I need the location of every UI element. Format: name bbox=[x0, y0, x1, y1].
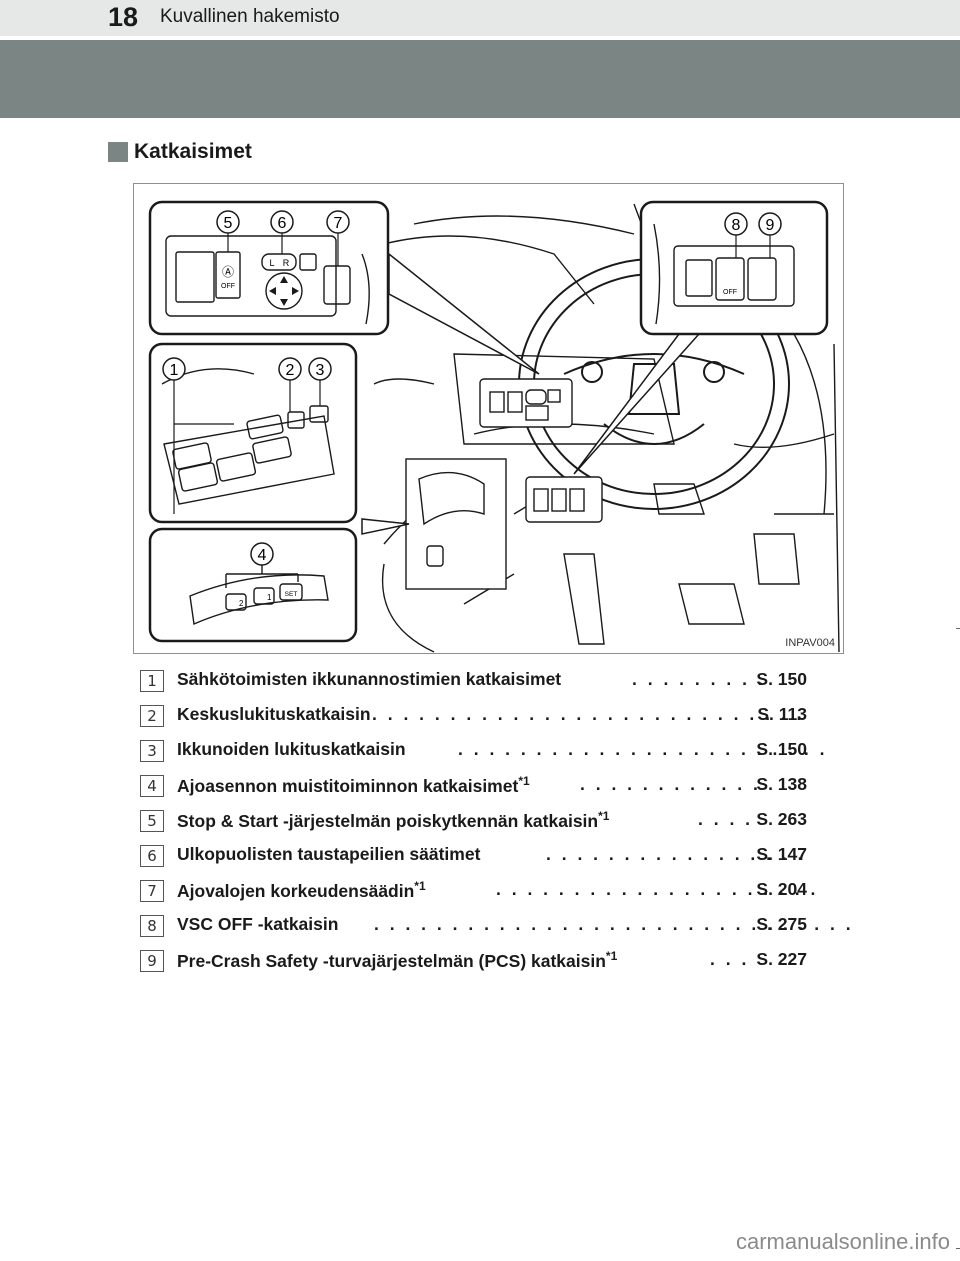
item-label: Ulkopuolisten taustapeilien säätimet bbox=[177, 844, 481, 864]
item-leader-dots: . . . . . . . . . . . . . . . . . . . . … bbox=[372, 704, 805, 724]
section-heading: Katkaisimet bbox=[108, 140, 252, 164]
item-number: 8 bbox=[140, 915, 164, 937]
auto-off-label: OFF bbox=[221, 283, 235, 290]
switch-location-figure: Ⓐ OFF L R 5 6 7 bbox=[133, 183, 844, 654]
item-leader-dots: . . . . . . . . . . . . . . . . . . . . … bbox=[374, 914, 854, 934]
mirror-l-label: L bbox=[269, 258, 274, 268]
list-item: 3 Ikkunoiden lukituskatkaisin . . . . . … bbox=[140, 736, 825, 771]
item-leader-dots: . . . . . . . . . bbox=[632, 669, 766, 689]
memory-set-label: SET bbox=[285, 591, 298, 598]
mirror-r-label: R bbox=[283, 258, 290, 268]
section-title: Katkaisimet bbox=[134, 140, 252, 163]
item-page-ref[interactable]: S. 113 bbox=[757, 704, 807, 724]
item-number: 2 bbox=[140, 705, 164, 727]
item-number: 7 bbox=[140, 880, 164, 902]
item-number: 5 bbox=[140, 810, 164, 832]
list-item: 7 Ajovalojen korkeudensäädin*1 . . . . .… bbox=[140, 876, 820, 911]
callout-6: 6 bbox=[278, 215, 287, 232]
list-item: 9 Pre-Crash Safety -turvajärjestelmän (P… bbox=[140, 946, 820, 981]
vsc-off-label: OFF bbox=[723, 289, 737, 296]
list-item: 2 Keskuslukituskatkaisin . . . . . . . .… bbox=[140, 701, 820, 736]
figure-code: INPAV004 bbox=[785, 637, 835, 649]
item-label: Sähkötoimisten ikkunannostimien katkaisi… bbox=[177, 669, 562, 689]
callout-9: 9 bbox=[766, 217, 775, 234]
item-number: 1 bbox=[140, 670, 164, 692]
header-divider bbox=[0, 36, 960, 40]
callout-2: 2 bbox=[286, 362, 295, 379]
item-leader-dots: . . . . bbox=[698, 809, 754, 829]
item-label: Pre-Crash Safety -turvajärjestelmän (PCS… bbox=[177, 949, 618, 971]
crop-mark bbox=[956, 1248, 960, 1249]
item-label: Keskuslukituskatkaisin bbox=[177, 704, 371, 724]
list-item: 5 Stop & Start -järjestelmän poiskytkenn… bbox=[140, 806, 820, 841]
item-page-ref[interactable]: S. 150 bbox=[756, 669, 807, 689]
watermark-text: carmanualsonline.info bbox=[735, 1229, 950, 1254]
item-label: Stop & Start -järjestelmän poiskytkennän… bbox=[177, 809, 610, 831]
item-label: Ajoasennon muistitoiminnon katkaisimet*1 bbox=[177, 774, 530, 796]
memory-1-label: 1 bbox=[267, 593, 272, 602]
svg-text:Ⓐ: Ⓐ bbox=[222, 265, 234, 279]
list-item: 1 Sähkötoimisten ikkunannostimien katkai… bbox=[140, 666, 820, 701]
item-leader-dots: . . . . . . . . . . . . bbox=[580, 774, 761, 794]
item-label: Ikkunoiden lukituskatkaisin bbox=[177, 739, 406, 759]
item-number: 6 bbox=[140, 845, 164, 867]
item-leader-dots: . . . . . . . . . . . . . . . . . . . . … bbox=[458, 739, 828, 759]
callout-7: 7 bbox=[334, 215, 343, 232]
item-number: 4 bbox=[140, 775, 164, 797]
section-marker-icon bbox=[108, 142, 128, 162]
item-page-ref[interactable]: S. 275 bbox=[756, 914, 807, 934]
item-page-ref[interactable]: S. 263 bbox=[756, 809, 807, 829]
item-label: VSC OFF -katkaisin bbox=[177, 914, 339, 934]
page-header: 18 Kuvallinen hakemisto bbox=[0, 0, 960, 36]
item-number: 9 bbox=[140, 950, 164, 972]
item-page-ref[interactable]: S. 147 bbox=[756, 844, 807, 864]
callout-3: 3 bbox=[316, 362, 325, 379]
callout-1: 1 bbox=[170, 362, 179, 379]
item-leader-dots: . . . . . . . . . . . . . . . . . bbox=[546, 844, 806, 864]
item-label: Ajovalojen korkeudensäädin*1 bbox=[177, 879, 426, 901]
item-leader-dots: . . . . . . . . . . . . . . . . . . . . … bbox=[496, 879, 819, 899]
list-item: 4 Ajoasennon muistitoiminnon katkaisimet… bbox=[140, 771, 820, 806]
switch-list: 1 Sähkötoimisten ikkunannostimien katkai… bbox=[140, 666, 851, 981]
callout-4: 4 bbox=[258, 547, 267, 564]
memory-2-label: 2 bbox=[239, 599, 244, 608]
chapter-title: Kuvallinen hakemisto bbox=[160, 6, 340, 27]
item-leader-dots: . . . bbox=[710, 949, 750, 969]
item-page-ref[interactable]: S. 204 bbox=[756, 879, 807, 899]
item-number: 3 bbox=[140, 740, 164, 762]
list-item: 6 Ulkopuolisten taustapeilien säätimet .… bbox=[140, 841, 820, 876]
item-page-ref[interactable]: S. 138 bbox=[756, 774, 807, 794]
list-item: 8 VSC OFF -katkaisin . . . . . . . . . .… bbox=[140, 911, 851, 946]
item-page-ref[interactable]: S. 227 bbox=[756, 949, 807, 969]
crop-mark bbox=[956, 628, 960, 629]
callout-5: 5 bbox=[224, 215, 233, 232]
dashboard-illustration: Ⓐ OFF L R 5 6 7 bbox=[148, 200, 840, 653]
header-band bbox=[0, 40, 960, 118]
callout-8: 8 bbox=[732, 217, 741, 234]
page-number: 18 bbox=[108, 2, 139, 32]
item-page-ref[interactable]: S. 150 bbox=[756, 739, 807, 759]
